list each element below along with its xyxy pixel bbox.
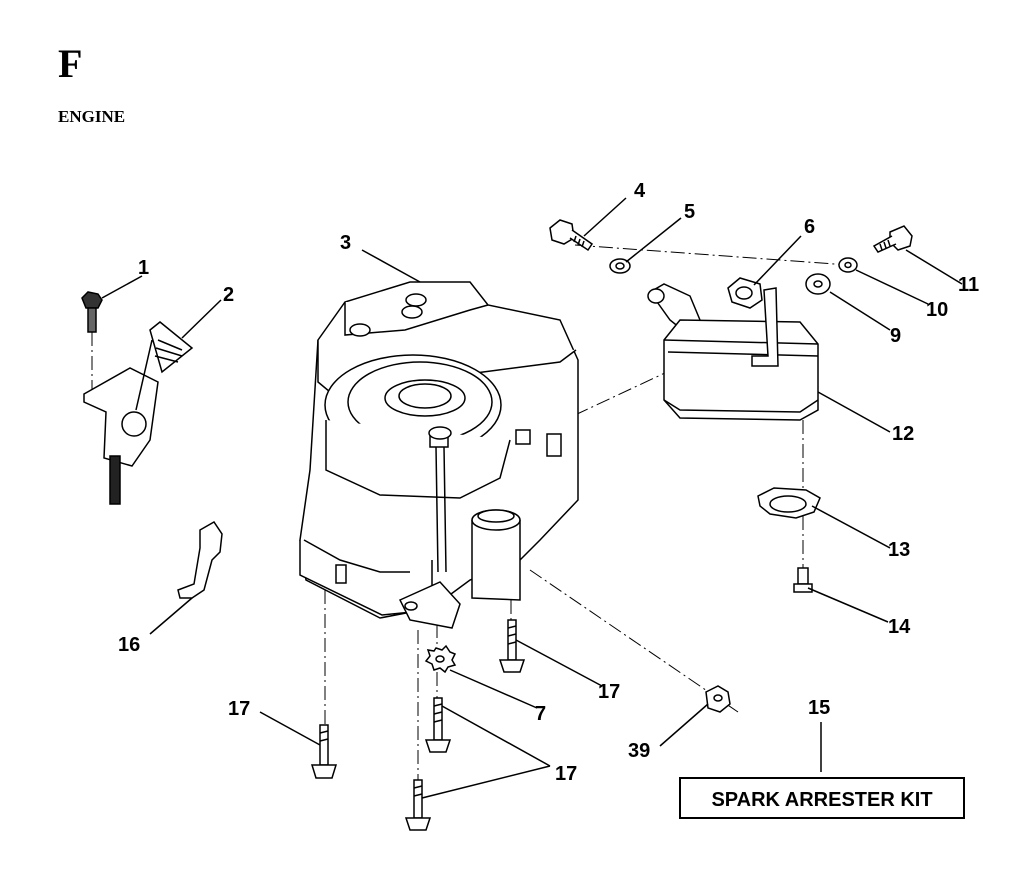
callout-15: 15 — [808, 697, 830, 719]
part-6-gasket — [727, 277, 763, 309]
callout-1: 1 — [138, 257, 149, 279]
part-10-washer — [838, 257, 858, 273]
callout-7: 7 — [535, 703, 546, 725]
callout-10: 10 — [926, 299, 948, 321]
callout-2: 2 — [223, 284, 234, 306]
part-12-muffler — [647, 283, 819, 421]
part-39-nut — [705, 685, 731, 713]
callout-12: 12 — [892, 423, 914, 445]
callout-3: 3 — [340, 232, 351, 254]
part-2-throttle-bracket — [83, 321, 194, 505]
part-3-engine — [299, 281, 579, 629]
part-7-star-washer — [424, 644, 457, 674]
callout-17-c: 17 — [555, 763, 577, 785]
section-title: ENGINE — [58, 107, 126, 126]
part-1-bolt — [81, 291, 103, 333]
part-9-washer — [805, 273, 831, 295]
part-5-washer — [609, 258, 631, 274]
part-4-bolt — [549, 219, 594, 252]
section-letter: F — [58, 41, 83, 86]
part-13-arrester-screen — [757, 487, 821, 519]
callout-39: 39 — [628, 740, 650, 762]
spark-arrester-kit-box — [679, 777, 965, 819]
spark-arrester-kit-label: SPARK ARRESTER KIT — [711, 789, 932, 811]
callout-17-a: 17 — [598, 681, 620, 703]
callout-6: 6 — [804, 216, 815, 238]
part-17-bolt-b — [310, 724, 338, 779]
part-17-bolt-c — [424, 697, 452, 753]
callout-4: 4 — [634, 180, 646, 202]
callout-11: 11 — [958, 274, 979, 296]
callout-9: 9 — [890, 325, 901, 347]
callout-14: 14 — [888, 616, 911, 638]
callout-13: 13 — [888, 539, 910, 561]
part-14-screw — [793, 567, 813, 593]
part-11-bolt — [872, 225, 913, 253]
assembly-centerlines — [91, 244, 849, 780]
part-16-bracket — [177, 521, 223, 599]
part-17-bolt-d — [404, 779, 432, 831]
part-17-bolt-a — [498, 619, 526, 673]
callout-16: 16 — [118, 634, 140, 656]
callout-17-b: 17 — [228, 698, 250, 720]
leader-lines — [101, 197, 963, 799]
callout-5: 5 — [684, 201, 695, 223]
